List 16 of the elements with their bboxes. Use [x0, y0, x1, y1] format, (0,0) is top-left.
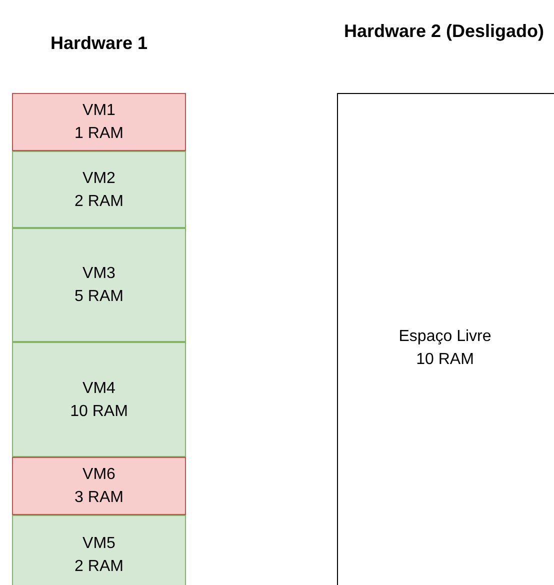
memory-label: VM2 2 RAM [74, 168, 124, 212]
memory-block [12, 515, 186, 585]
memory-label: VM6 3 RAM [74, 465, 124, 508]
memory-label: VM5 2 RAM [74, 534, 124, 577]
memory-block [12, 151, 186, 228]
memory-label: VM3 5 RAM [74, 264, 124, 307]
memory-label: VM1 1 RAM [74, 101, 124, 144]
memory-block [12, 228, 186, 342]
memory-block [12, 93, 186, 151]
column-heading: Hardware 2 (Desligado) [342, 20, 546, 42]
memory-block [12, 342, 186, 457]
memory-block [12, 457, 186, 515]
memory-label: Espaço Livre 10 RAM [398, 327, 492, 370]
memory-label: VM4 10 RAM [70, 378, 128, 422]
memory-block [337, 93, 554, 585]
column-heading: Hardware 1 [49, 32, 149, 54]
